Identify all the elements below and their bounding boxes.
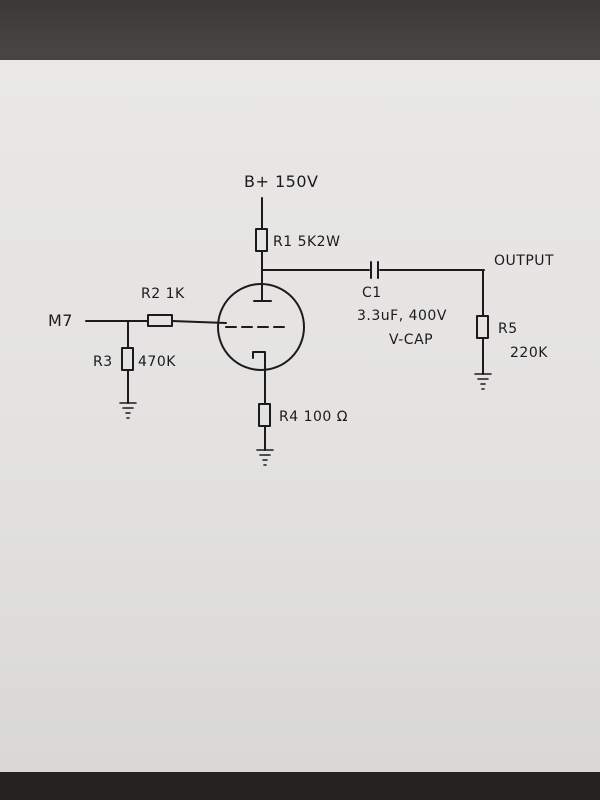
- label-r5-name: R5: [498, 321, 518, 337]
- label-r4: R4 100 Ω: [279, 409, 348, 425]
- label-input: M7: [48, 311, 73, 330]
- tube-cathode: [252, 351, 266, 367]
- vacuum-tube-envelope: [217, 283, 305, 371]
- label-r1: R1 5K2W: [273, 234, 340, 250]
- resistor-r1: [255, 228, 268, 252]
- ground-symbol-r5: [474, 373, 492, 390]
- ground-symbol-r4: [256, 449, 274, 466]
- background-bottom: [0, 772, 600, 800]
- tube-plate: [253, 291, 272, 302]
- label-supply: B+ 150V: [244, 172, 318, 191]
- background-top: [0, 0, 600, 66]
- label-c1-name: C1: [362, 285, 382, 301]
- resistor-r2: [147, 314, 173, 327]
- resistor-r5: [476, 315, 489, 339]
- paper-sheet: [0, 60, 600, 772]
- grid-wire: [171, 320, 227, 324]
- label-c1-value: 3.3uF, 400V: [357, 308, 447, 324]
- label-r2: R2 1K: [141, 286, 185, 302]
- resistor-r3: [121, 347, 134, 371]
- ground-symbol-r3: [119, 402, 137, 419]
- resistor-r4: [258, 403, 271, 427]
- label-c1-type: V-CAP: [389, 332, 433, 348]
- label-r5-value: 220K: [510, 345, 548, 361]
- label-r3-name: R3: [93, 354, 113, 370]
- label-output: OUTPUT: [494, 253, 554, 269]
- label-r3-value: 470K: [138, 354, 176, 370]
- capacitor-c1: [370, 261, 379, 279]
